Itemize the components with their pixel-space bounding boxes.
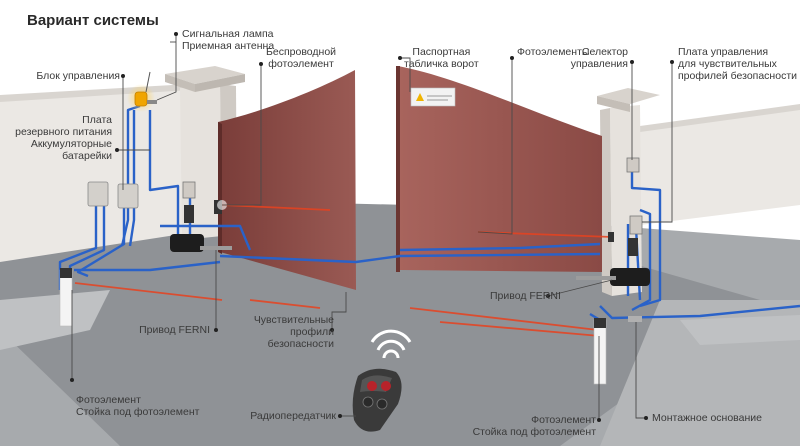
leader-dots xyxy=(70,32,674,422)
right-drive-motor xyxy=(610,268,650,286)
control-box xyxy=(87,181,109,207)
photocell-right-pillar xyxy=(628,238,638,256)
label-sensitive-profiles: Чувствительные профили безопасности xyxy=(253,314,334,350)
label-selector: Селектор управления xyxy=(570,46,628,70)
warning-triangle-icon xyxy=(416,93,424,101)
infrared-beams xyxy=(74,204,613,337)
control-board-box xyxy=(629,215,643,235)
label-photocell-left: Фотоэлемент Стойка под фотоэлемент xyxy=(76,394,200,418)
label-receiver-antenna: Приемная антенна xyxy=(182,40,275,52)
label-photocell-right: Фотоэлемент Стойка под фотоэлемент xyxy=(472,414,596,438)
photocell-left-head xyxy=(60,268,72,278)
right-gate-leaf xyxy=(398,66,602,272)
left-gate-edge xyxy=(218,122,222,254)
photocell-post-left xyxy=(59,269,73,327)
lamp-bracket xyxy=(147,100,157,104)
radio-transmitter xyxy=(352,329,412,432)
photocell-post-right xyxy=(593,319,607,385)
right-pillar-cap-front xyxy=(597,96,630,112)
left-drive-motor xyxy=(170,234,204,252)
left-pillar-cap xyxy=(165,66,245,84)
photocell-gate-receiver xyxy=(608,232,614,242)
right-wall xyxy=(640,108,800,225)
photocell-right-head xyxy=(594,318,606,328)
right-wall-top xyxy=(640,104,800,132)
backup-box xyxy=(117,183,139,209)
gate-id-plate xyxy=(410,87,456,107)
signal-lamp-body xyxy=(134,91,148,107)
label-photocells-top: Фотоэлементы xyxy=(517,46,590,58)
photocell-left-pillar xyxy=(184,205,194,223)
selector-box-right xyxy=(626,157,640,173)
selector-box-left xyxy=(182,181,196,199)
label-wireless-photocell: Беспроводной фотоэлемент xyxy=(266,46,337,70)
sidewalk-left xyxy=(0,290,110,350)
label-control-board: Плата управления для чувствительных проф… xyxy=(678,46,797,82)
label-drive-left: Привод FERNI xyxy=(139,324,210,336)
left-wall xyxy=(0,88,195,262)
label-transmitter: Радиопередатчик xyxy=(250,410,336,422)
left-drive-arm xyxy=(200,246,232,250)
right-pillar-cap xyxy=(597,88,660,104)
right-pillar-side xyxy=(600,108,612,296)
leader-lines xyxy=(71,34,673,420)
label-drive-right: Привод FERNI xyxy=(490,290,561,302)
antenna xyxy=(145,71,151,93)
sidewalk-right xyxy=(680,315,800,345)
diagram-title: Вариант системы xyxy=(27,12,159,29)
left-pillar-cap-side xyxy=(195,74,245,92)
right-gate-edge xyxy=(396,66,400,272)
label-gate-plate: Паспортная табличка ворот xyxy=(404,46,479,70)
left-pillar-cap-front xyxy=(165,74,195,92)
label-control-unit: Блок управления xyxy=(36,70,120,82)
label-signal-lamp: Сигнальная лампа xyxy=(182,28,274,40)
mounting-base xyxy=(628,316,642,322)
label-mounting-base: Монтажное основание xyxy=(652,412,762,424)
label-backup-power: Плата резервного питания Аккумуляторные … xyxy=(15,114,112,162)
left-gate-leaf xyxy=(218,70,356,290)
right-drive-arm xyxy=(576,276,616,280)
